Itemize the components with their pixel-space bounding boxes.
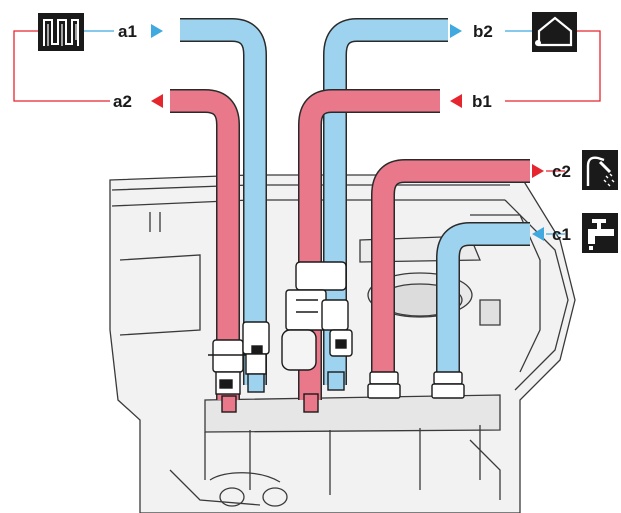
tap-cold-water-icon bbox=[582, 213, 618, 253]
circuit-link-lines bbox=[14, 31, 600, 101]
shower-hot-water-icon bbox=[582, 150, 618, 190]
underfloor-heating-icon bbox=[38, 13, 84, 51]
arrow-b2 bbox=[450, 24, 462, 38]
label-b1: b1 bbox=[472, 92, 492, 111]
label-a2: a2 bbox=[113, 92, 132, 111]
label-b2: b2 bbox=[473, 22, 493, 41]
arrow-c2 bbox=[532, 164, 544, 178]
arrow-a1 bbox=[151, 24, 163, 38]
label-c1: c1 bbox=[552, 225, 571, 244]
label-c2: c2 bbox=[552, 162, 571, 181]
house-space-heating-icon bbox=[532, 12, 577, 52]
arrow-b1 bbox=[450, 94, 462, 108]
arrow-a2 bbox=[151, 94, 163, 108]
label-a1: a1 bbox=[118, 22, 137, 41]
